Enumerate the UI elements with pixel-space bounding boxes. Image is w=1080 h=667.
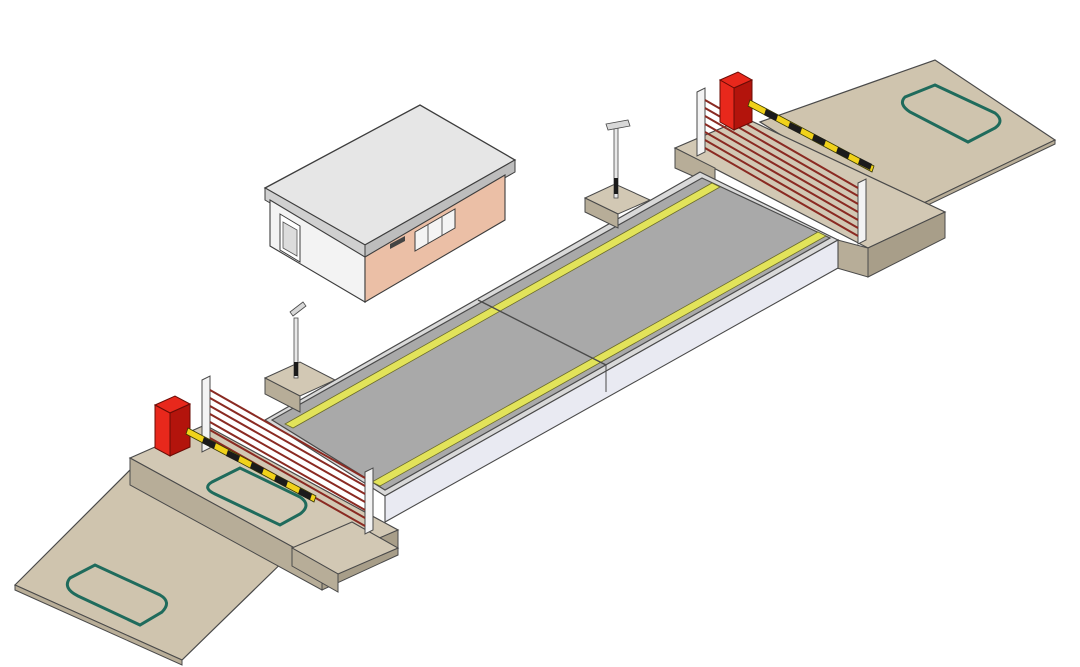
light-curtain-right-post-back — [696, 87, 706, 157]
deck-stripe-right — [371, 231, 827, 487]
vehicle-loop-detectors — [65, 83, 1002, 627]
loop-detector-exit — [900, 83, 1002, 144]
light-curtain-left-post-front — [364, 467, 374, 535]
deck-stripe-left — [284, 182, 721, 429]
deck-side-face — [384, 239, 839, 523]
light-curtain-right-post-front — [857, 178, 867, 245]
light-curtain-left-beams — [209, 389, 366, 527]
barrier-gate-right — [696, 71, 875, 245]
camera-left-icon — [289, 301, 307, 317]
light-curtain-left-post-back — [201, 375, 211, 453]
scale-deck — [263, 171, 840, 523]
barrier-right-arm — [747, 99, 875, 173]
deck-surface — [270, 177, 832, 491]
barrier-left-box-side — [169, 403, 191, 457]
loop-detector-entry-outer — [65, 563, 168, 627]
barrier-left-arm — [185, 427, 317, 503]
camera-right-icon — [605, 119, 631, 131]
barrier-gate-left — [153, 375, 374, 535]
camera-pole-left-base-front — [264, 377, 301, 413]
left-pedestal — [128, 424, 400, 593]
camera-pole-left-stripe — [294, 362, 298, 376]
barrier-right-box-front — [719, 79, 735, 131]
deck-section-joint — [477, 299, 607, 366]
booth-vent — [390, 236, 405, 249]
camera-pole-left-post — [293, 317, 299, 379]
booth-door-window — [282, 221, 298, 257]
barrier-left-box-front — [154, 404, 171, 457]
camera-pole-right-base-front — [584, 197, 619, 229]
loop-detector-entry-inner — [206, 466, 308, 527]
barrier-right-box-side — [733, 79, 753, 131]
entry-ramp-edge — [14, 584, 183, 666]
camera-pole-right — [583, 119, 652, 229]
left-pedestal-step-front — [291, 547, 339, 593]
booth-window — [414, 208, 456, 252]
camera-pole-left — [263, 301, 337, 413]
control-booth — [263, 104, 517, 303]
camera-pole-right-stripe — [614, 178, 618, 194]
booth-roof-edge-side — [364, 159, 516, 259]
